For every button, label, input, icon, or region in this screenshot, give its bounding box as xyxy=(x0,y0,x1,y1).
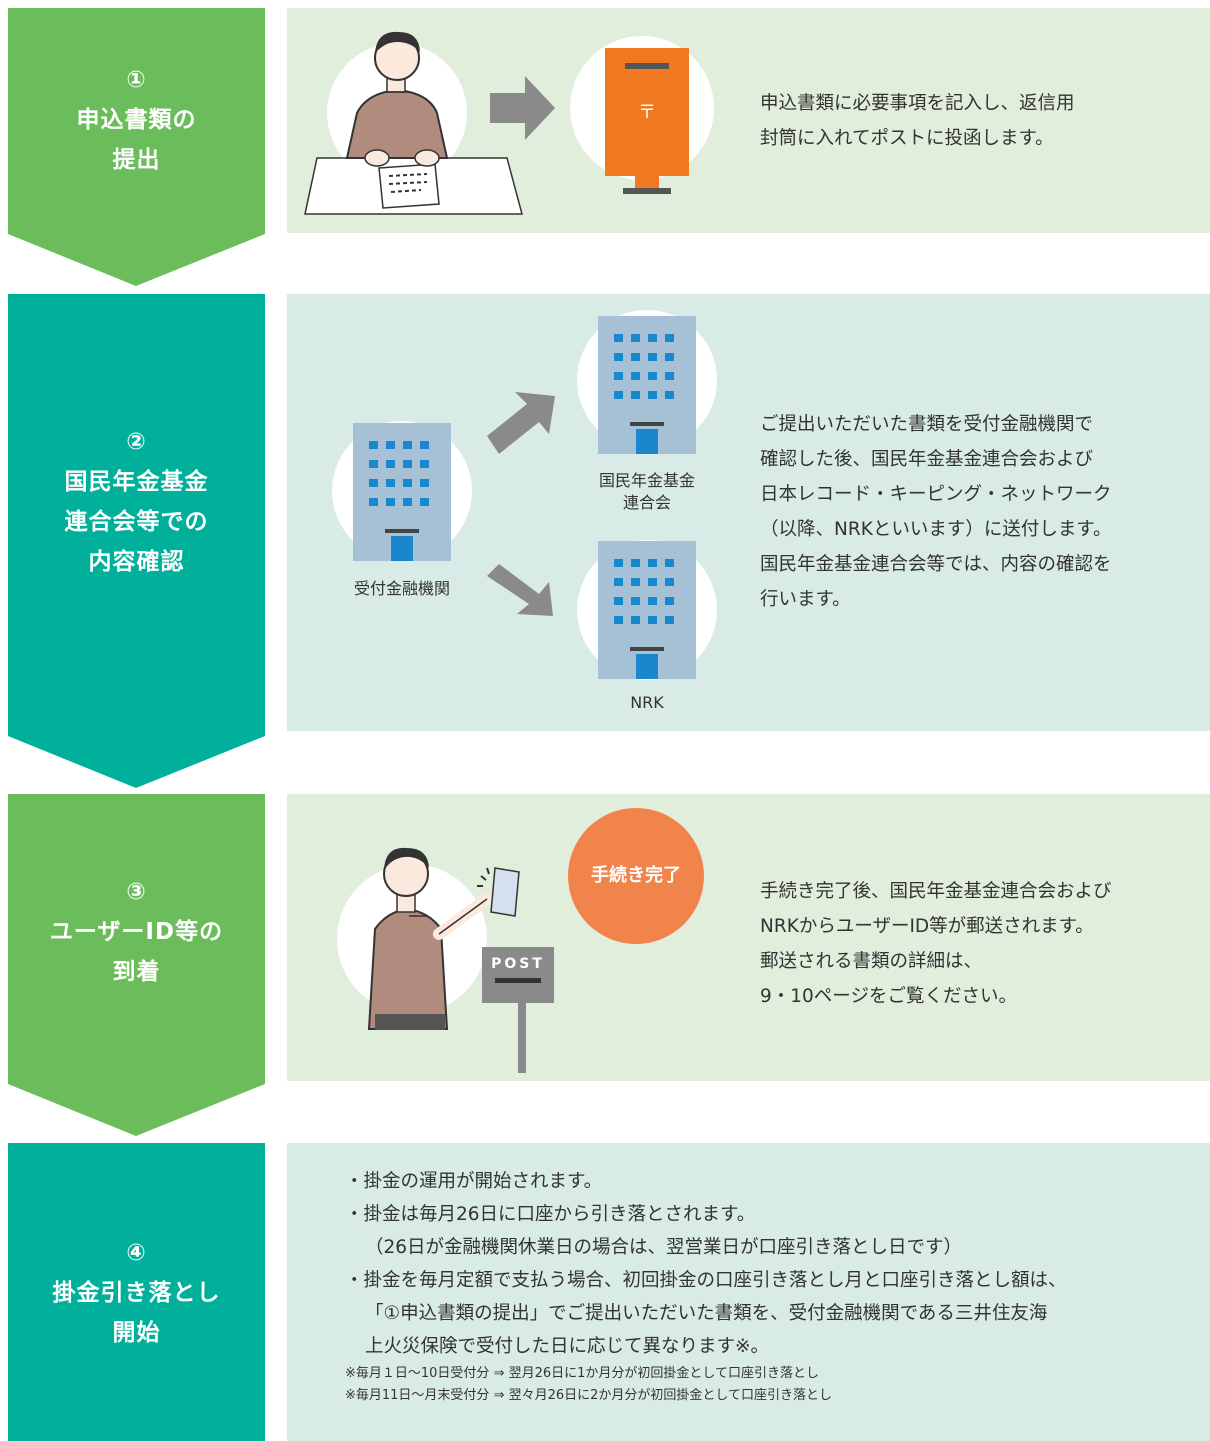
step-2-chevron xyxy=(8,294,265,788)
up-right-arrow-icon xyxy=(487,392,555,454)
step-1-title: ① 申込書類の 提出 xyxy=(8,60,265,180)
step-4-title-line-1: 掛金引き落とし xyxy=(52,1280,221,1306)
bullet-item: ・掛金を毎月定額で支払う場合、初回掛金の口座引き落とし月と口座引き落とし額は、 xyxy=(345,1270,1067,1291)
step-3-description-line-3: 郵送される書類の詳細は、 xyxy=(760,951,983,972)
step-2-description-line-2: 確認した後、国民年金基金連合会および xyxy=(760,449,1094,470)
step-3-illustration: POST xyxy=(337,847,554,1073)
step-1-description-line-1: 申込書類に必要事項を記入し、返信用 xyxy=(760,93,1075,114)
bullet-item: ・掛金の運用が開始されます。 xyxy=(345,1171,603,1192)
person-with-document-icon xyxy=(337,847,520,1030)
step-2-panel: 受付金融機関 国民年金基金 連合会 NRK ご提出いただいた書類を受付金融機関で… xyxy=(287,294,1210,731)
step-3-title-line-2: 到着 xyxy=(112,959,161,985)
red-mailbox-icon: 〒 xyxy=(570,36,714,194)
nrk-building-icon xyxy=(577,540,717,680)
bullet-item-continuation: 上火災保険で受付した日に応じて異なります※。 xyxy=(365,1336,770,1357)
step-2-title-line-2: 連合会等での xyxy=(64,509,209,535)
federation-caption-line-1: 国民年金基金 xyxy=(598,471,695,490)
step-2-illustration xyxy=(332,310,717,680)
receiver-caption: 受付金融機関 xyxy=(353,579,450,598)
step-3-panel: POST 手続き完了後、国民年金基金連合会および NRKからユーザーID等が郵送… xyxy=(287,794,1210,1081)
step-1-illustration: 〒 xyxy=(304,31,714,215)
writing-person-icon xyxy=(304,31,523,215)
federation-building-icon xyxy=(577,310,717,454)
step-1-panel: 〒 申込書類に必要事項を記入し、返信用 封筒に入れてポストに投函します。 xyxy=(287,8,1210,233)
step-3-title: ③ ユーザーID等の 到着 xyxy=(8,872,265,992)
step-4-bullet-list: ・掛金の運用が開始されます。 ・掛金は毎月26日に口座から引き落とされます。 （… xyxy=(345,1165,1205,1407)
step-1-marker: ① 申込書類の 提出 xyxy=(8,8,265,286)
step-2-number: ② xyxy=(126,429,147,455)
footnote: ※毎月１日〜10日受付分 ⇒ 翌月26日に1か月分が初回掛金として口座引き落とし xyxy=(345,1366,820,1381)
post-sign-text: POST xyxy=(491,956,545,972)
step-4-title: ④ 掛金引き落とし 開始 xyxy=(8,1233,265,1353)
step-2-marker: ② 国民年金基金 連合会等での 内容確認 xyxy=(8,294,265,788)
step-4-panel xyxy=(287,1143,1210,1441)
step-2-description-line-1: ご提出いただいた書類を受付金融機関で xyxy=(760,414,1094,435)
bullet-item-continuation: （26日が金融機関休業日の場合は、翌営業日が口座引き落とし日です） xyxy=(365,1237,963,1258)
step-1-chevron xyxy=(8,8,265,286)
step-2-title-line-3: 内容確認 xyxy=(88,549,185,575)
bullet-item-continuation: 「①申込書類の提出」でご提出いただいた書類を、受付金融機関である三井住友海 xyxy=(365,1303,1048,1324)
step-2-description: ご提出いただいた書類を受付金融機関で 確認した後、国民年金基金連合会および 日本… xyxy=(760,407,1112,617)
step-4-number: ④ xyxy=(126,1240,147,1266)
step-3-marker: ③ ユーザーID等の 到着 xyxy=(8,794,265,1136)
step-2-description-line-5: 国民年金基金連合会等では、内容の確認を xyxy=(760,554,1112,575)
completion-badge: 手続き完了 xyxy=(568,808,704,944)
step-3-description-line-2: NRKからユーザーID等が郵送されます。 xyxy=(760,916,1094,937)
step-3-number: ③ xyxy=(126,879,147,905)
down-right-arrow-icon xyxy=(487,564,553,616)
right-arrow-icon xyxy=(490,76,555,140)
step-1-description-line-2: 封筒に入れてポストに投函します。 xyxy=(760,128,1054,149)
step-3-description-line-1: 手続き完了後、国民年金基金連合会および xyxy=(760,881,1112,902)
step-2-description-line-3: 日本レコード・キーピング・ネットワーク xyxy=(760,484,1112,505)
receiver-building-icon xyxy=(332,421,472,561)
step-2-title: ② 国民年金基金 連合会等での 内容確認 xyxy=(8,422,265,582)
step-4-title-line-2: 開始 xyxy=(112,1320,161,1346)
step-1-title-line-2: 提出 xyxy=(112,147,161,173)
nrk-caption: NRK xyxy=(630,693,664,712)
step-3-chevron xyxy=(8,794,265,1136)
step-3-description-line-4: 9・10ページをご覧ください。 xyxy=(760,986,1017,1007)
step-2-description-line-4: （以降、NRKといいます）に送付します。 xyxy=(760,519,1112,540)
svg-text:〒: 〒 xyxy=(638,102,656,123)
step-3-description: 手続き完了後、国民年金基金連合会および NRKからユーザーID等が郵送されます。… xyxy=(760,874,1112,1014)
federation-caption: 国民年金基金 連合会 xyxy=(572,470,722,514)
footnote: ※毎月11日〜月末受付分 ⇒ 翌々月26日に2か月分が初回掛金として口座引き落と… xyxy=(345,1388,833,1403)
step-1-number: ① xyxy=(126,67,147,93)
step-1-title-line-1: 申込書類の xyxy=(76,107,197,133)
step-1-description: 申込書類に必要事項を記入し、返信用 封筒に入れてポストに投函します。 xyxy=(760,86,1075,156)
step-3-title-line-1: ユーザーID等の xyxy=(49,919,224,945)
step-2-description-line-6: 行います。 xyxy=(760,589,851,610)
step-2-title-line-1: 国民年金基金 xyxy=(64,469,209,495)
federation-caption-line-2: 連合会 xyxy=(622,493,671,512)
post-sign-icon: POST xyxy=(482,947,554,1073)
step-4-marker: ④ 掛金引き落とし 開始 xyxy=(8,1143,265,1441)
bullet-item: ・掛金は毎月26日に口座から引き落とされます。 xyxy=(345,1204,756,1225)
